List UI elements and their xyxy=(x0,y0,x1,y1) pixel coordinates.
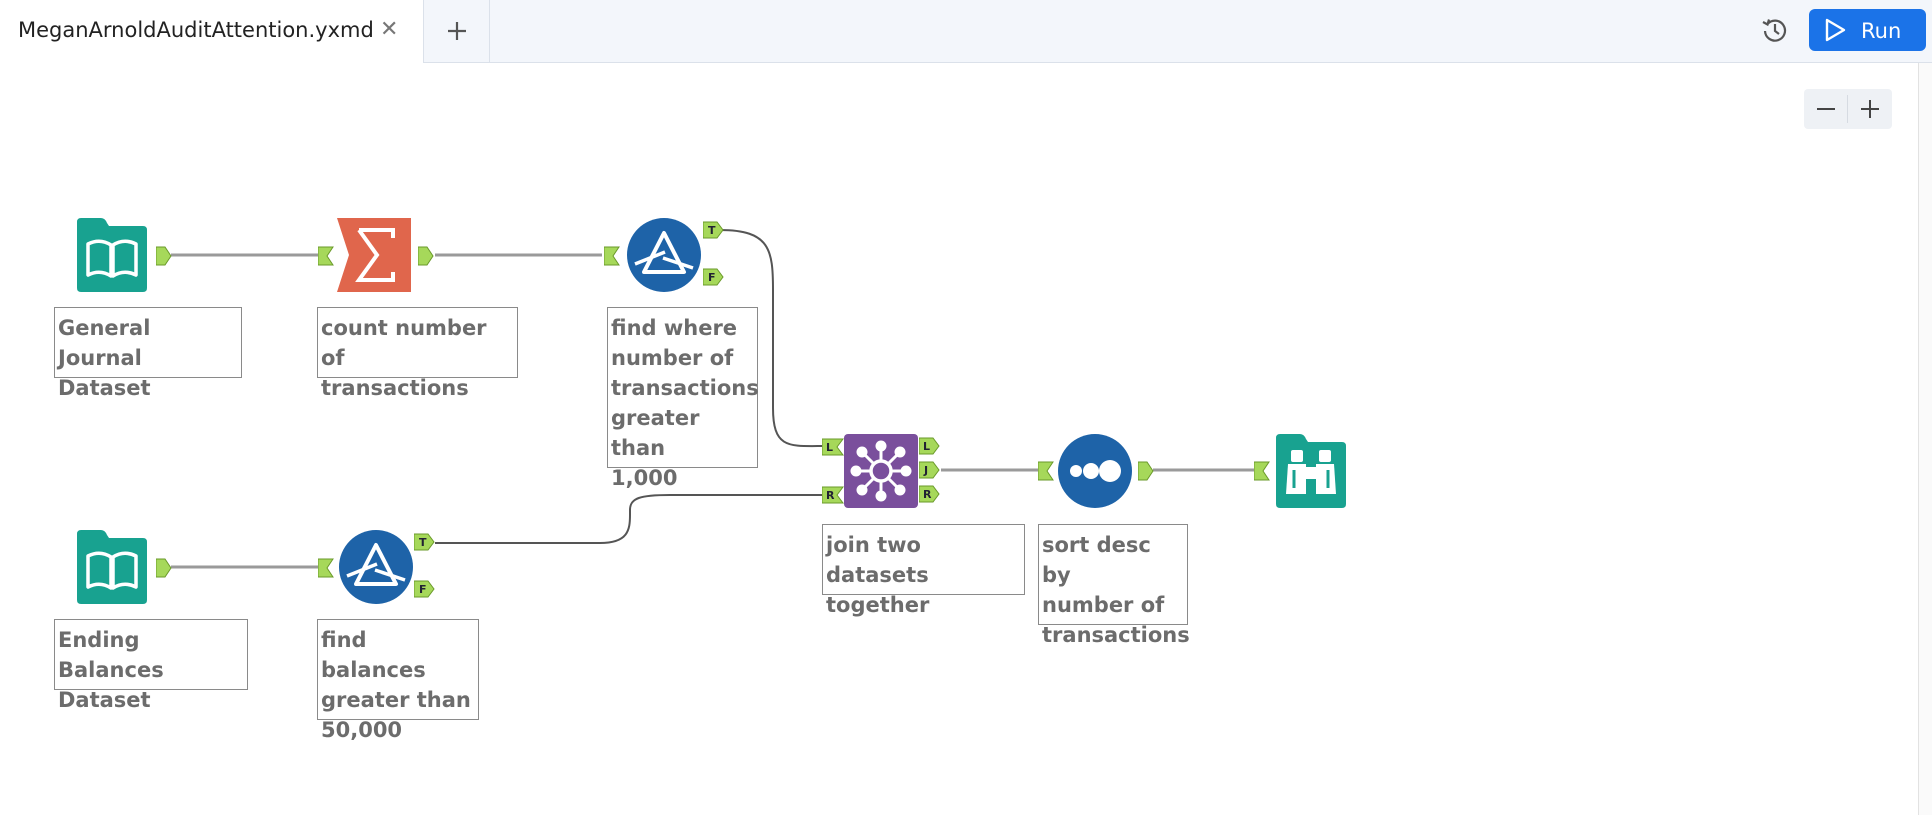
anchor-letter: J xyxy=(923,464,928,477)
history-button[interactable] xyxy=(1758,13,1792,47)
minus-icon xyxy=(1817,108,1835,110)
input-data-tool-general-journal[interactable] xyxy=(75,218,149,292)
join-tool[interactable] xyxy=(844,434,918,508)
close-icon[interactable]: ✕ xyxy=(380,17,399,42)
canvas-scrollbar[interactable] xyxy=(1918,63,1932,815)
output-anchor[interactable] xyxy=(155,246,172,271)
output-anchor[interactable] xyxy=(417,246,434,271)
anchor-letter: L xyxy=(923,440,930,453)
run-button[interactable]: Run xyxy=(1809,9,1926,51)
node-label-summarize: count number of transactions xyxy=(317,307,518,400)
node-label-filter-transactions: find where number of transactions greate… xyxy=(607,307,759,490)
anchor-letter: T xyxy=(708,224,716,237)
left-output-anchor[interactable]: L xyxy=(918,437,941,460)
left-input-anchor[interactable]: L xyxy=(821,438,844,461)
false-anchor[interactable]: F xyxy=(413,580,436,603)
sort-icon xyxy=(1058,434,1132,508)
workflow-tab[interactable]: MeganArnoldAuditAttention.yxmd ✕ xyxy=(0,0,424,63)
book-icon xyxy=(77,218,147,292)
filter-icon xyxy=(627,218,701,292)
input-anchor[interactable] xyxy=(317,246,334,271)
anchor-letter: T xyxy=(419,536,427,549)
input-anchor[interactable] xyxy=(603,246,620,271)
plus-icon xyxy=(447,22,466,40)
input-anchor[interactable] xyxy=(1253,461,1270,486)
new-tab-button[interactable] xyxy=(424,0,490,62)
input-anchor[interactable] xyxy=(317,558,334,583)
zoom-out-button[interactable] xyxy=(1804,89,1848,129)
node-label-sort: sort desc by number of transactions xyxy=(1038,524,1190,647)
anchor-letter: F xyxy=(419,583,427,596)
tab-title: MeganArnoldAuditAttention.yxmd xyxy=(18,18,374,42)
anchor-letter: R xyxy=(826,489,835,502)
output-anchor[interactable] xyxy=(155,558,172,583)
sigma-icon xyxy=(337,218,411,292)
zoom-divider xyxy=(1847,95,1848,123)
anchor-letter: F xyxy=(708,271,716,284)
zoom-controls xyxy=(1804,89,1892,129)
node-label-ending-balances: Ending Balances Dataset xyxy=(54,619,248,712)
connection-filter1-join1 xyxy=(719,229,827,448)
filter-icon xyxy=(339,530,413,604)
plus-icon xyxy=(1861,100,1879,118)
zoom-in-button[interactable] xyxy=(1848,89,1892,129)
filter-tool-transactions[interactable] xyxy=(627,218,701,292)
play-icon xyxy=(1825,18,1846,42)
false-anchor[interactable]: F xyxy=(702,268,725,291)
browse-tool[interactable] xyxy=(1274,434,1348,508)
join-output-anchor[interactable]: J xyxy=(918,461,941,484)
sort-tool[interactable] xyxy=(1058,434,1132,508)
anchor-letter: L xyxy=(826,441,833,454)
book-icon xyxy=(77,530,147,604)
run-label: Run xyxy=(1861,19,1902,43)
filter-tool-balances[interactable] xyxy=(339,530,413,604)
top-bar: MeganArnoldAuditAttention.yxmd ✕ Run xyxy=(0,0,1932,63)
right-input-anchor[interactable]: R xyxy=(821,486,844,509)
join-icon xyxy=(844,434,918,508)
true-anchor[interactable]: T xyxy=(413,533,436,556)
output-anchor[interactable] xyxy=(1137,461,1154,486)
history-icon xyxy=(1762,19,1787,42)
node-label-general-journal: General Journal Dataset xyxy=(54,307,242,400)
summarize-tool[interactable] xyxy=(337,218,411,292)
binoculars-icon xyxy=(1276,434,1346,508)
true-anchor[interactable]: T xyxy=(702,221,725,244)
connection-filter2-join1 xyxy=(435,494,826,544)
input-anchor[interactable] xyxy=(1037,461,1054,486)
input-data-tool-ending-balances[interactable] xyxy=(75,530,149,604)
node-label-join: join two datasets together xyxy=(822,524,1025,617)
right-output-anchor[interactable]: R xyxy=(918,485,941,508)
node-label-filter-balances: find balances greater than 50,000 xyxy=(317,619,479,742)
anchor-letter: R xyxy=(923,488,932,501)
